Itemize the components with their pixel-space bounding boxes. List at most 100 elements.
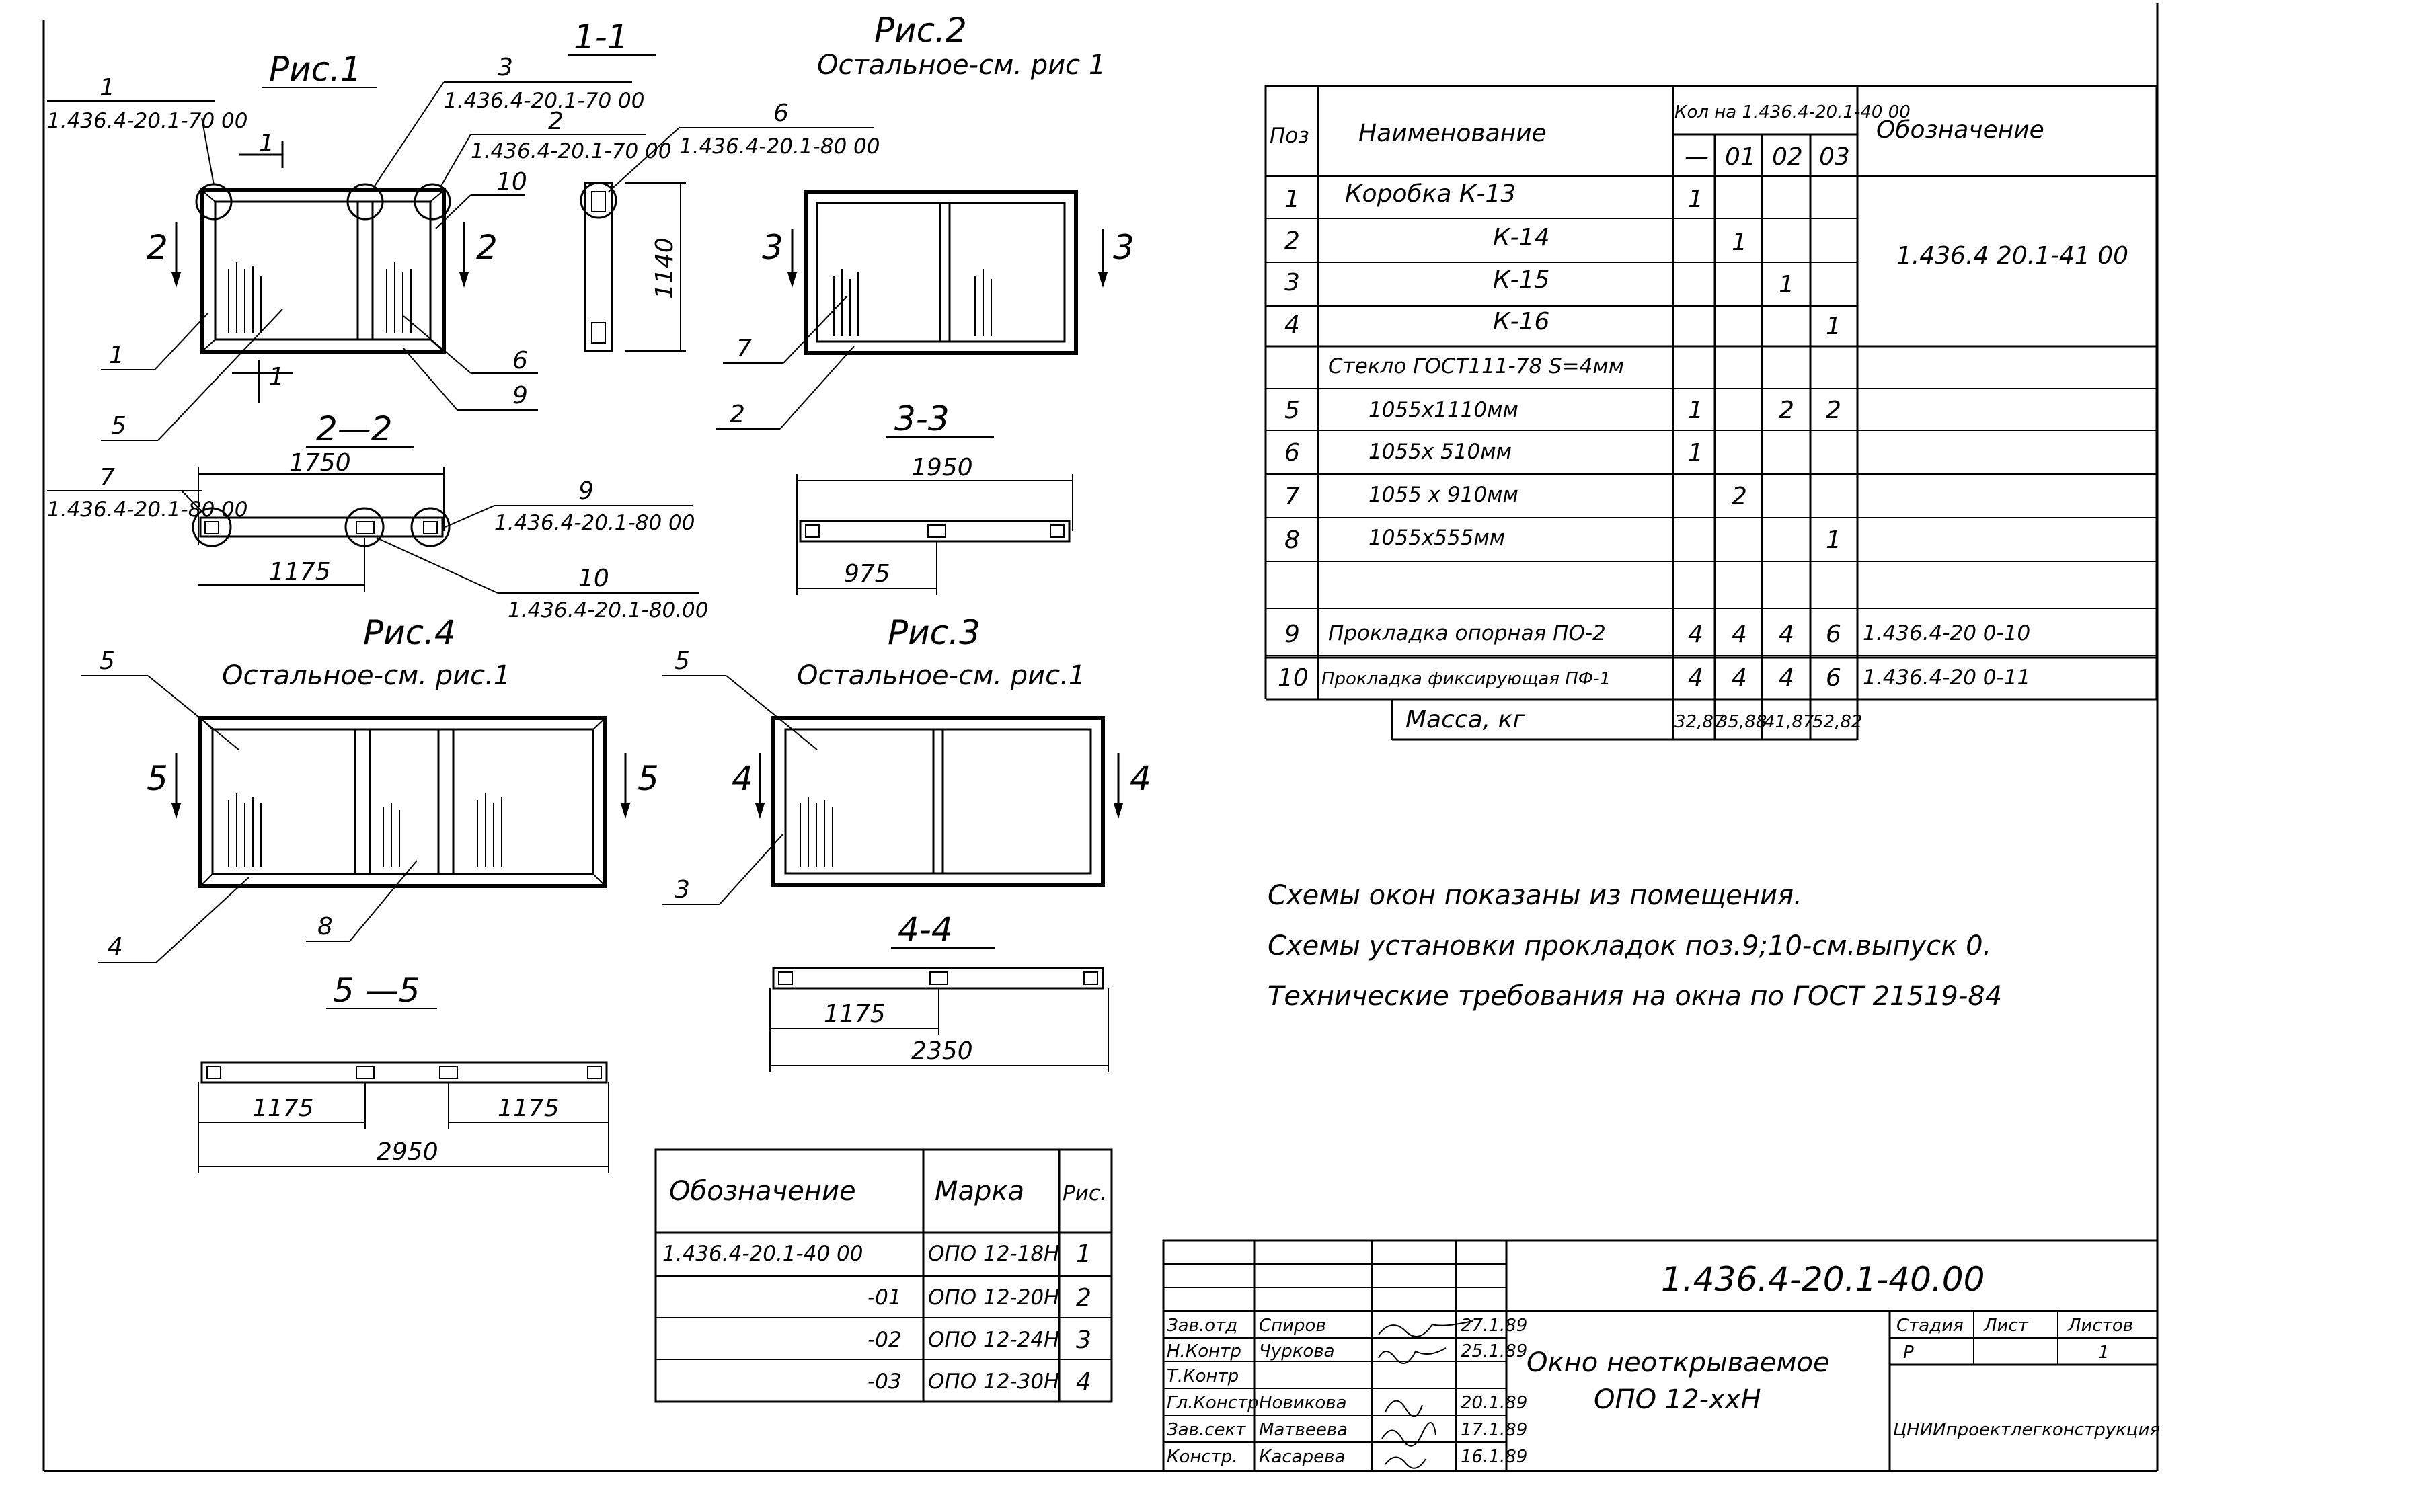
variant-0: — (1685, 143, 1709, 171)
spec-row-designation: 1.436.4-20 0-11 (1863, 666, 2030, 690)
marks-row-mark: ОПО 12-20Н (928, 1285, 1059, 1310)
section-mark-2-right: 2 (476, 228, 498, 267)
signer-date: 20.1.89 (1461, 1393, 1527, 1413)
figure-2-title: Рис.2 (874, 11, 967, 50)
dimension-1175-left: 1175 (252, 1095, 314, 1122)
callout-5-fig3: 5 (675, 647, 690, 675)
callout-7-ref: 1.436.4-20.1-80 00 (47, 498, 247, 522)
dimension-975: 975 (844, 560, 890, 588)
dimension-1175: 1175 (269, 558, 331, 586)
marks-header-mark: Марка (935, 1176, 1024, 1207)
figure-3-subtitle: Остальное-см. рис.1 (797, 660, 1085, 691)
figure-3-title: Рис.3 (888, 613, 980, 652)
spec-row-designation: 1.436.4 20.1-41 00 (1896, 242, 2128, 270)
mass-value: 52,82 (1812, 712, 1862, 732)
section-2-2-title: 2—2 (316, 409, 393, 448)
spec-row-qty: 4 (1732, 664, 1747, 692)
callout-6-sec11: 6 (773, 100, 789, 127)
spec-row-name: К-15 (1493, 266, 1549, 294)
figure-4-title: Рис.4 (363, 613, 456, 652)
mass-value: 35,88 (1717, 712, 1767, 732)
drawing-mark: ОПО 12-ххН (1594, 1384, 1761, 1415)
signer-name: Матвеева (1259, 1420, 1348, 1440)
marks-row-designation: -02 (868, 1328, 902, 1352)
spec-row-pos: 1 (1284, 186, 1300, 213)
figure-2-subtitle: Остальное-см. рис 1 (817, 50, 1106, 81)
sheet-frame (42, 3, 2159, 1472)
spec-row-name: Коробка К-13 (1345, 180, 1516, 208)
sheet-label: Лист (1983, 1316, 2029, 1336)
dimension-1140: 1140 (651, 237, 679, 299)
figure-4-subtitle: Остальное-см. рис.1 (222, 660, 510, 691)
callout-1-ref: 1.436.4-20.1-70 00 (47, 109, 247, 133)
marks-header-fig: Рис. (1063, 1181, 1107, 1205)
signatures (1378, 1320, 1473, 1469)
signer-role: Гл.Констр. (1167, 1393, 1264, 1413)
spec-row-pos: 3 (1284, 269, 1300, 296)
spec-row-qty: 4 (1732, 621, 1747, 648)
spec-row-name: К-14 (1493, 224, 1549, 251)
spec-row-name: К-16 (1493, 308, 1549, 335)
note-line-1: Схемы окон показаны из помещения. (1268, 880, 1802, 911)
glass-hatch (228, 262, 412, 333)
spec-row-qty: 1 (1826, 526, 1841, 554)
dimension-1750: 1750 (289, 449, 351, 477)
signer-name: Спиров (1259, 1316, 1326, 1336)
section-5-5: 5 —5 1175 1175 2950 (198, 971, 609, 1173)
spec-row-qty: 4 (1688, 664, 1703, 692)
mass-label: Масса, кг (1405, 706, 1526, 733)
spec-row-qty: 2 (1826, 397, 1841, 424)
mass-value: 41,87 (1764, 712, 1814, 732)
marks-header-designation: Обозначение (669, 1176, 856, 1207)
dimension-1950: 1950 (911, 454, 973, 481)
marks-row-fig: 1 (1076, 1240, 1091, 1268)
signer-role: Н.Контр (1167, 1341, 1241, 1361)
marks-row-mark: ОПО 12-24Н (928, 1328, 1059, 1352)
title-block: 1.436.4-20.1-40.00 Окно неоткрываемое ОП… (1162, 1239, 2160, 1471)
callout-2-fig2: 2 (730, 401, 745, 428)
callout-3-fig3: 3 (675, 876, 690, 904)
callout-6: 6 (512, 347, 528, 374)
spec-row-name: Прокладка фиксирующая ПФ-1 (1321, 669, 1611, 689)
spec-row-name: Стекло ГОСТ111-78 S=4мм (1328, 354, 1624, 379)
variant-2: 02 (1772, 143, 1803, 171)
marks-table: Обозначение Марка Рис. 1.436.4-20.1-40 0… (654, 1148, 1113, 1403)
note-line-2: Схемы установки прокладок поз.9;10-см.вы… (1268, 930, 1991, 961)
section-mark-5-right: 5 (638, 759, 659, 798)
section-1-1: 1-1 6 1.436.4-20.1-80 00 1140 (568, 17, 880, 352)
dimension-2350: 2350 (911, 1037, 973, 1065)
variant-3: 03 (1819, 143, 1850, 171)
spec-row-qty: 4 (1688, 621, 1703, 648)
drawing-code: 1.436.4-20.1-40.00 (1661, 1260, 1985, 1299)
spec-row-qty: 1 (1688, 439, 1703, 467)
mass-value: 32,87 (1674, 712, 1725, 732)
dimension-2950: 2950 (377, 1138, 438, 1166)
signer-role: Зав.отд (1167, 1316, 1237, 1336)
callout-9-sec22: 9 (578, 477, 594, 505)
note-line-3: Технические требования на окна по ГОСТ 2… (1268, 981, 2002, 1012)
marks-row-mark: ОПО 12-30Н (928, 1369, 1059, 1394)
spec-row-qty: 1 (1732, 229, 1747, 256)
spec-row-qty: 2 (1732, 483, 1747, 510)
spec-row-name: 1055x 510мм (1369, 440, 1512, 464)
spec-row-pos: 2 (1284, 227, 1300, 255)
section-mark-1-bottom: 1 (269, 363, 284, 391)
section-mark-3-left: 3 (762, 228, 783, 267)
callout-5: 5 (111, 412, 126, 440)
marks-row-designation: -01 (868, 1285, 902, 1310)
dimension-1175-right: 1175 (498, 1095, 560, 1122)
signer-name: Чуркова (1259, 1341, 1335, 1361)
callout-3: 3 (498, 54, 513, 81)
callout-10-ref: 1.436.4-20.1-80.00 (508, 598, 708, 623)
section-mark-4-right: 4 (1130, 759, 1151, 798)
marks-row-designation: 1.436.4-20.1-40 00 (662, 1242, 863, 1266)
variant-1: 01 (1725, 143, 1756, 171)
signer-date: 16.1.89 (1461, 1447, 1527, 1467)
spec-row-qty: 6 (1826, 664, 1841, 692)
section-mark-5-left: 5 (147, 759, 168, 798)
signer-name: Новикова (1259, 1393, 1347, 1413)
callout-6-ref: 1.436.4-20.1-80 00 (679, 134, 880, 159)
signer-role: Зав.сект (1167, 1420, 1246, 1440)
